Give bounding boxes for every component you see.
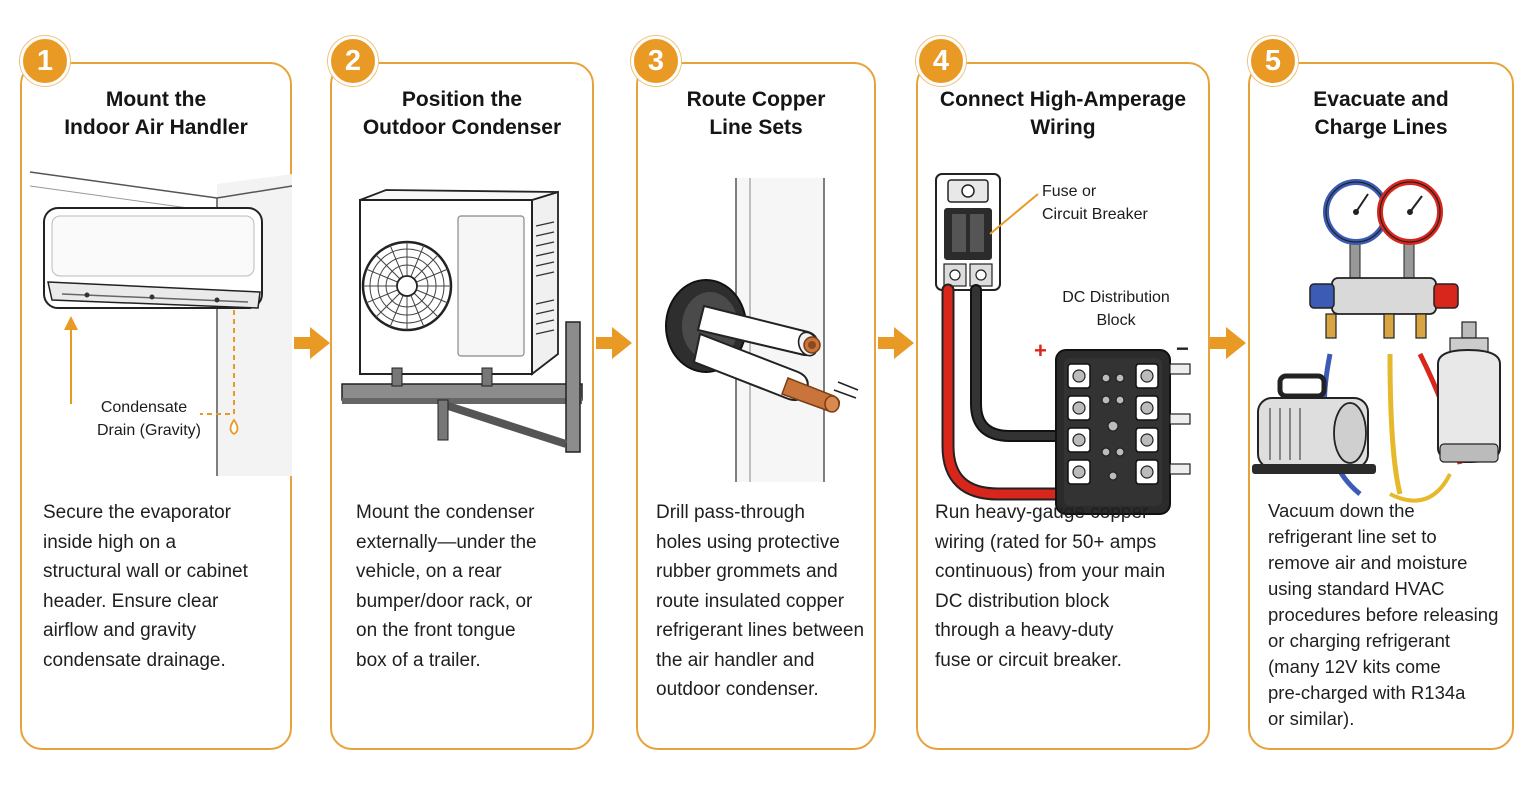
chevron-right-icon [294,327,330,359]
step-title: Position the Outdoor Condenser [362,88,562,139]
vacuum-pump-icon [1252,373,1376,474]
step-description: Vacuum down the refrigerant line set to … [1268,500,1499,729]
chevron-right-icon [1210,327,1246,359]
block-callout-line2: Block [1096,312,1136,329]
copper-lineset-icon [665,178,859,482]
step-title: Evacuate and Charge Lines [1313,88,1449,139]
fuse-block-icon: Fuse or Circuit Breaker DC Distribution … [935,173,1191,515]
step-card-2: Position the Outdoor Condenser [330,62,594,750]
drain-callout-line1: Condensate [101,399,187,416]
step-card-1: Mount the Indoor Air Handler Condensate … [20,62,292,750]
chevron-right-icon [878,327,914,359]
step-title: Route Copper Line Sets [686,88,826,139]
step-description: Secure the evaporator inside high on a s… [43,502,248,671]
step-card-3: Route Copper Line Sets Drill pass-throug… [636,62,876,750]
minus-sign: − [1176,336,1189,361]
condenser-icon [341,189,583,453]
air-handler-icon: Condensate Drain (Gravity) [29,171,292,476]
step-number-badge: 5 [1248,36,1298,86]
drain-callout-line2: Drain (Gravity) [97,422,201,439]
step-title: Mount the Indoor Air Handler [64,88,248,139]
fuse-callout-line1: Fuse or [1042,183,1097,200]
manifold-gauge-icon [1252,179,1501,503]
step-card-5: Evacuate and Charge Lines [1248,62,1514,750]
plus-sign: + [1034,338,1047,363]
block-callout-line1: DC Distribution [1062,289,1170,306]
step-description: Mount the condenser externally—under the… [356,502,537,671]
step-number-badge: 1 [20,36,70,86]
chevron-right-icon [596,327,632,359]
step-number-badge: 3 [631,36,681,86]
step-description: Drill pass-through holes using protectiv… [656,502,865,700]
fuse-callout-line2: Circuit Breaker [1042,206,1148,223]
step-description: Run heavy-gauge copper wiring (rated for… [935,502,1166,671]
step-number-badge: 2 [328,36,378,86]
step-number-badge: 4 [916,36,966,86]
step-card-4: Connect High-Amperage Wiring Fuse or Cir… [916,62,1210,750]
step-title: Connect High-Amperage Wiring [939,88,1187,139]
